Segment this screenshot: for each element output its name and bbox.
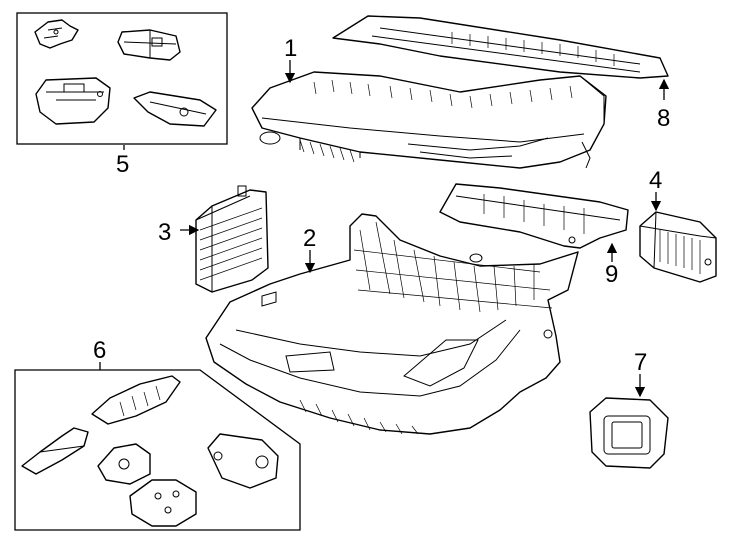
leader-lines xyxy=(99,60,670,398)
part-2-headlamp-housing xyxy=(205,213,579,435)
callout-5: 5 xyxy=(116,151,129,178)
callout-8: 8 xyxy=(657,105,670,132)
part-9-bracket xyxy=(439,183,629,249)
bracket-6e xyxy=(207,433,279,489)
callout-3: 3 xyxy=(158,219,171,246)
bracket-5a xyxy=(34,19,79,49)
bracket-6d xyxy=(129,479,197,527)
group-5-box xyxy=(16,12,228,145)
part-4-module xyxy=(639,211,717,283)
bracket-6b xyxy=(21,427,89,475)
callout-4: 4 xyxy=(649,167,662,194)
part-3-control-module xyxy=(195,185,269,293)
bracket-5d xyxy=(133,91,217,127)
callout-2: 2 xyxy=(303,225,316,252)
bracket-6c xyxy=(97,443,151,485)
bracket-5c xyxy=(35,77,111,125)
part-8-upper-trim xyxy=(332,15,669,79)
callout-1: 1 xyxy=(284,35,297,62)
part-7-cover xyxy=(589,397,669,469)
callout-7: 7 xyxy=(634,349,647,376)
group-6-box xyxy=(14,369,301,531)
bracket-5b xyxy=(117,29,181,61)
callout-9: 9 xyxy=(605,261,618,288)
part-1-drl-assembly xyxy=(251,71,607,169)
callout-6: 6 xyxy=(93,337,106,364)
bracket-6a xyxy=(91,375,181,425)
